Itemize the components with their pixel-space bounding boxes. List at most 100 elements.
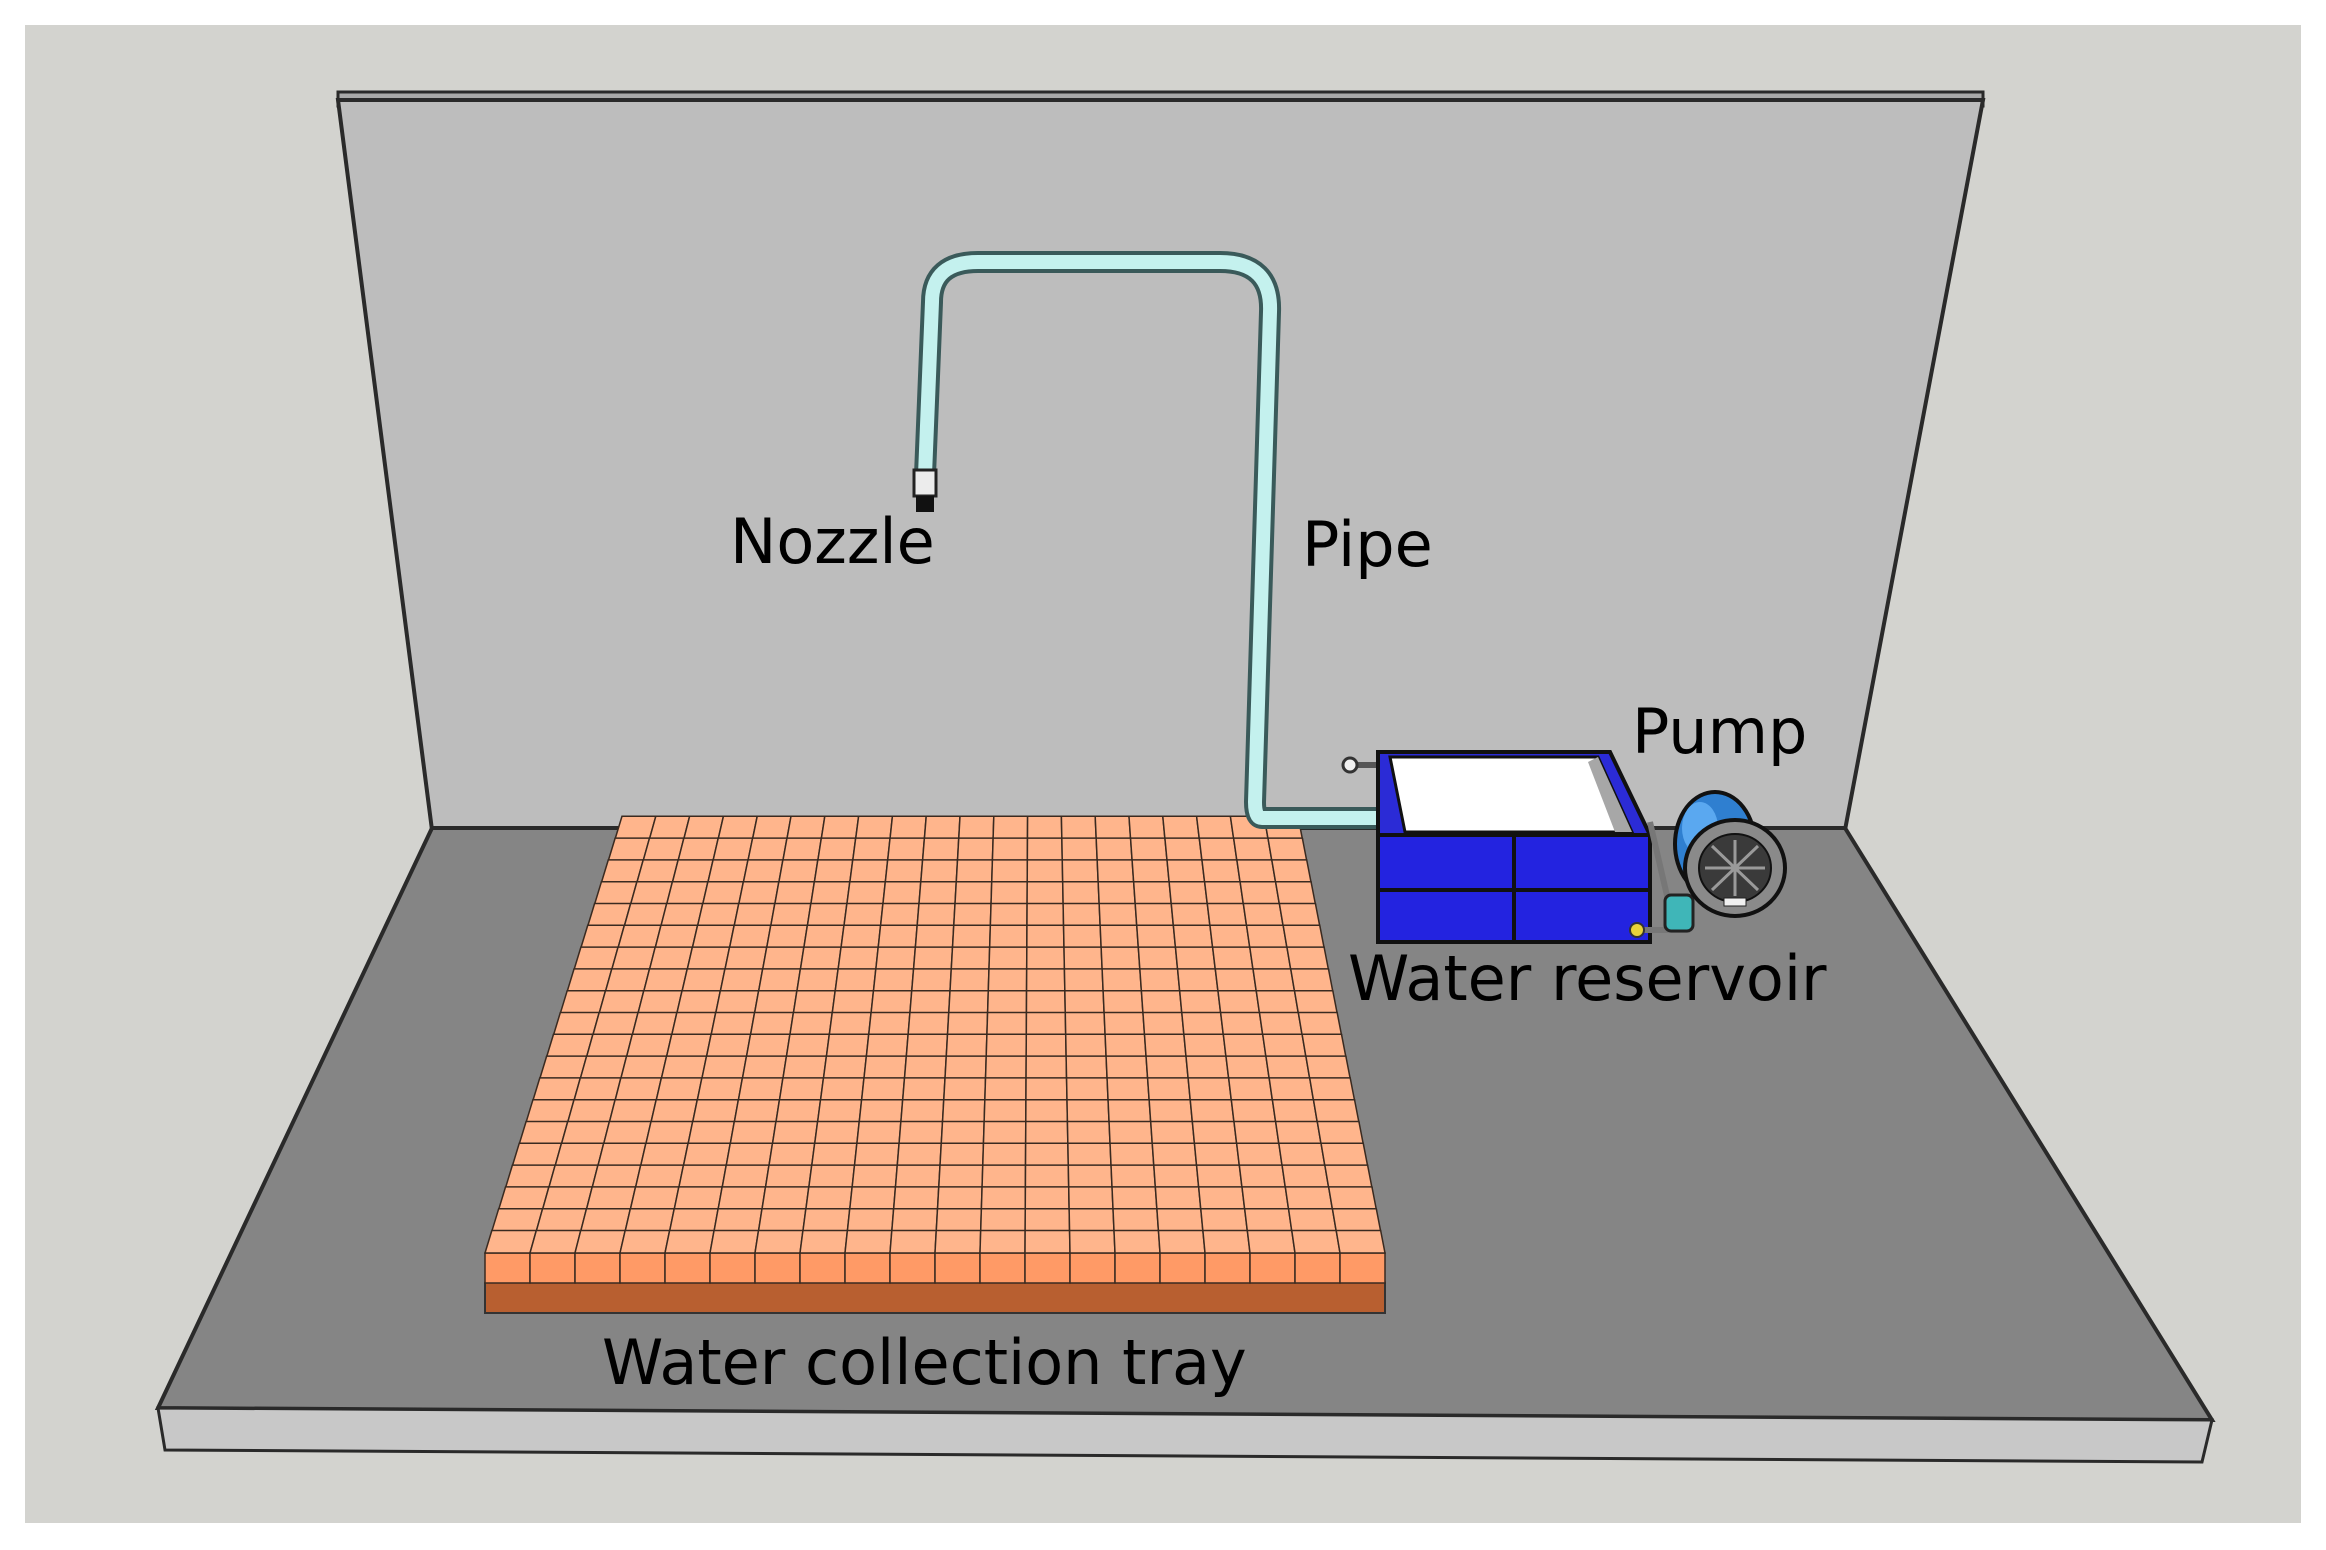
- tray-cell-top: [837, 946, 880, 971]
- tray-cell-top: [1168, 880, 1209, 905]
- tray-cell-top: [819, 1077, 865, 1102]
- tray-cell-top: [799, 946, 842, 971]
- tray-cell-top: [701, 880, 745, 905]
- tray-cell-top: [782, 1055, 828, 1080]
- tray-cell-top: [951, 924, 992, 949]
- tray-cell-top: [1282, 924, 1326, 949]
- tray-cell-top: [1062, 902, 1101, 927]
- tray-cell-top: [810, 1142, 858, 1167]
- tray-cell-top: [1193, 1142, 1241, 1167]
- tray-cell-top: [952, 902, 992, 927]
- tray-cell-top: [1277, 1142, 1326, 1167]
- tray-cell-top: [775, 1098, 822, 1123]
- tray-cell-face: [1024, 1252, 1071, 1284]
- tray-cell-top: [1248, 946, 1292, 971]
- tray-cell-top: [644, 1120, 694, 1145]
- tray-cell-top: [1025, 1055, 1068, 1080]
- tray-cell-top: [980, 1186, 1027, 1211]
- tray-cell-top: [705, 1033, 752, 1058]
- tray-cell-top: [593, 880, 638, 905]
- tray-cell-top: [889, 1229, 938, 1254]
- tray-cell-top: [1065, 1077, 1109, 1102]
- tray-cell-top: [988, 946, 1028, 971]
- tray-cell-top: [529, 1229, 582, 1254]
- tray-cell-top: [1227, 1077, 1274, 1102]
- tray-cell-top: [1066, 1120, 1111, 1145]
- tray-cell-top: [541, 1186, 594, 1211]
- tray-cell-top: [765, 924, 809, 949]
- tray-cell-top: [554, 1142, 605, 1167]
- tray-cell-top: [1185, 1055, 1230, 1080]
- tray-cell-face: [1339, 1252, 1386, 1284]
- tray-cell-top: [1176, 968, 1219, 993]
- tray-cell-top: [979, 1207, 1027, 1232]
- tray-cell-top: [846, 880, 887, 905]
- tray-cell-top: [991, 837, 1029, 862]
- tray-cell-top: [831, 989, 875, 1014]
- tray-cell-top: [1024, 1186, 1070, 1211]
- tray-cell-top: [1104, 1033, 1147, 1058]
- tray-cell-top: [1026, 880, 1064, 905]
- tray-cell-top: [981, 1142, 1027, 1167]
- tray-cell-face: [1069, 1252, 1116, 1284]
- tray-cell-top: [863, 1055, 908, 1080]
- tray-cell-top: [696, 1077, 744, 1102]
- tray-cell-top: [691, 1098, 740, 1123]
- tray-cell-top: [1067, 1142, 1112, 1167]
- tray-cell-top: [935, 1207, 983, 1232]
- tray-cell-face: [529, 1252, 576, 1284]
- tray-cell-top: [792, 989, 837, 1014]
- tray-cell-top: [625, 1033, 673, 1058]
- tray-cell-top: [867, 1011, 911, 1036]
- tray-cell-top: [764, 1164, 813, 1189]
- tray-cell-face: [484, 1252, 531, 1284]
- tray-cell-top: [729, 1120, 777, 1145]
- tray-cell-top: [1274, 1120, 1322, 1145]
- tray-cell-top: [865, 1033, 909, 1058]
- tray-cell-top: [877, 924, 918, 949]
- tray-cell-top: [1301, 1033, 1347, 1058]
- tray-cell-top: [614, 1077, 663, 1102]
- tray-cell-top: [1024, 1142, 1070, 1167]
- tray-cell-top: [639, 1142, 689, 1167]
- tray-cell-top: [642, 968, 689, 993]
- tray-cell-top: [1164, 837, 1203, 862]
- tray-cell-top: [1274, 880, 1317, 905]
- tray-cell-top: [619, 1055, 668, 1080]
- tray-cell-top: [586, 902, 632, 927]
- tray-cell-top: [1312, 1098, 1360, 1123]
- tray-cell-top: [617, 924, 662, 949]
- tray-cell-top: [1191, 1120, 1238, 1145]
- tray-cell-top: [879, 902, 920, 927]
- nozzle-label: Nozzle: [730, 505, 935, 578]
- tray-cell-top: [777, 859, 819, 884]
- tray-cell-top: [1142, 1011, 1185, 1036]
- tray-cell-top: [610, 946, 657, 971]
- tray-cell-top: [728, 924, 772, 949]
- tray-cell-top: [585, 1186, 637, 1211]
- tray-cell-top: [1270, 859, 1312, 884]
- tray-cell-top: [870, 989, 913, 1014]
- tray-cell-top: [552, 1011, 601, 1036]
- tray-cell-top: [629, 880, 674, 905]
- tray-cell-top: [709, 1229, 760, 1254]
- tray-cell-top: [745, 1033, 791, 1058]
- tray-cell-top: [916, 902, 956, 927]
- tray-cell-top: [655, 1077, 703, 1102]
- tray-cell-top: [686, 946, 731, 971]
- tray-cell-top: [934, 1229, 982, 1254]
- tray-cell-top: [1137, 946, 1179, 971]
- tray-cell-top: [799, 1229, 849, 1254]
- tray-cell-top: [789, 1011, 834, 1036]
- tray-cell-top: [1101, 968, 1143, 993]
- tray-cell-top: [1064, 1011, 1106, 1036]
- tray-cell-top: [1290, 1229, 1341, 1254]
- tray-cell-top: [1195, 815, 1235, 840]
- tray-cell-face: [979, 1252, 1026, 1284]
- tray-cell-top: [1025, 946, 1066, 971]
- tray-cell-top: [1097, 880, 1137, 905]
- tray-cell-top: [700, 1055, 748, 1080]
- tray-cell-top: [1064, 989, 1105, 1014]
- tray-cell-top: [525, 1098, 576, 1123]
- tray-cell-face: [889, 1252, 936, 1284]
